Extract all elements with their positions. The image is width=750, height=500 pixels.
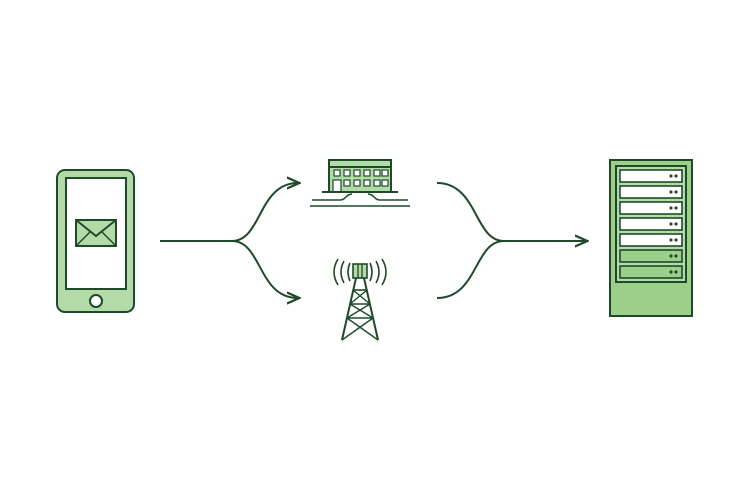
server-unit — [619, 217, 683, 231]
server-rack-icon — [609, 159, 693, 317]
edge-building-to-server — [436, 182, 586, 241]
cell-tower-icon — [333, 258, 387, 341]
envelope-icon — [75, 219, 117, 247]
server-unit — [619, 249, 683, 263]
server-unit — [619, 265, 683, 279]
server-unit — [619, 201, 683, 215]
edge-phone-to-building — [160, 183, 298, 242]
building-icon — [310, 159, 410, 207]
server-unit — [619, 185, 683, 199]
smartphone-with-envelope-icon — [56, 169, 135, 313]
server-unit — [619, 169, 683, 183]
edge-tower-to-server — [436, 240, 505, 299]
edge-phone-to-tower — [231, 240, 298, 298]
server-unit — [619, 233, 683, 247]
